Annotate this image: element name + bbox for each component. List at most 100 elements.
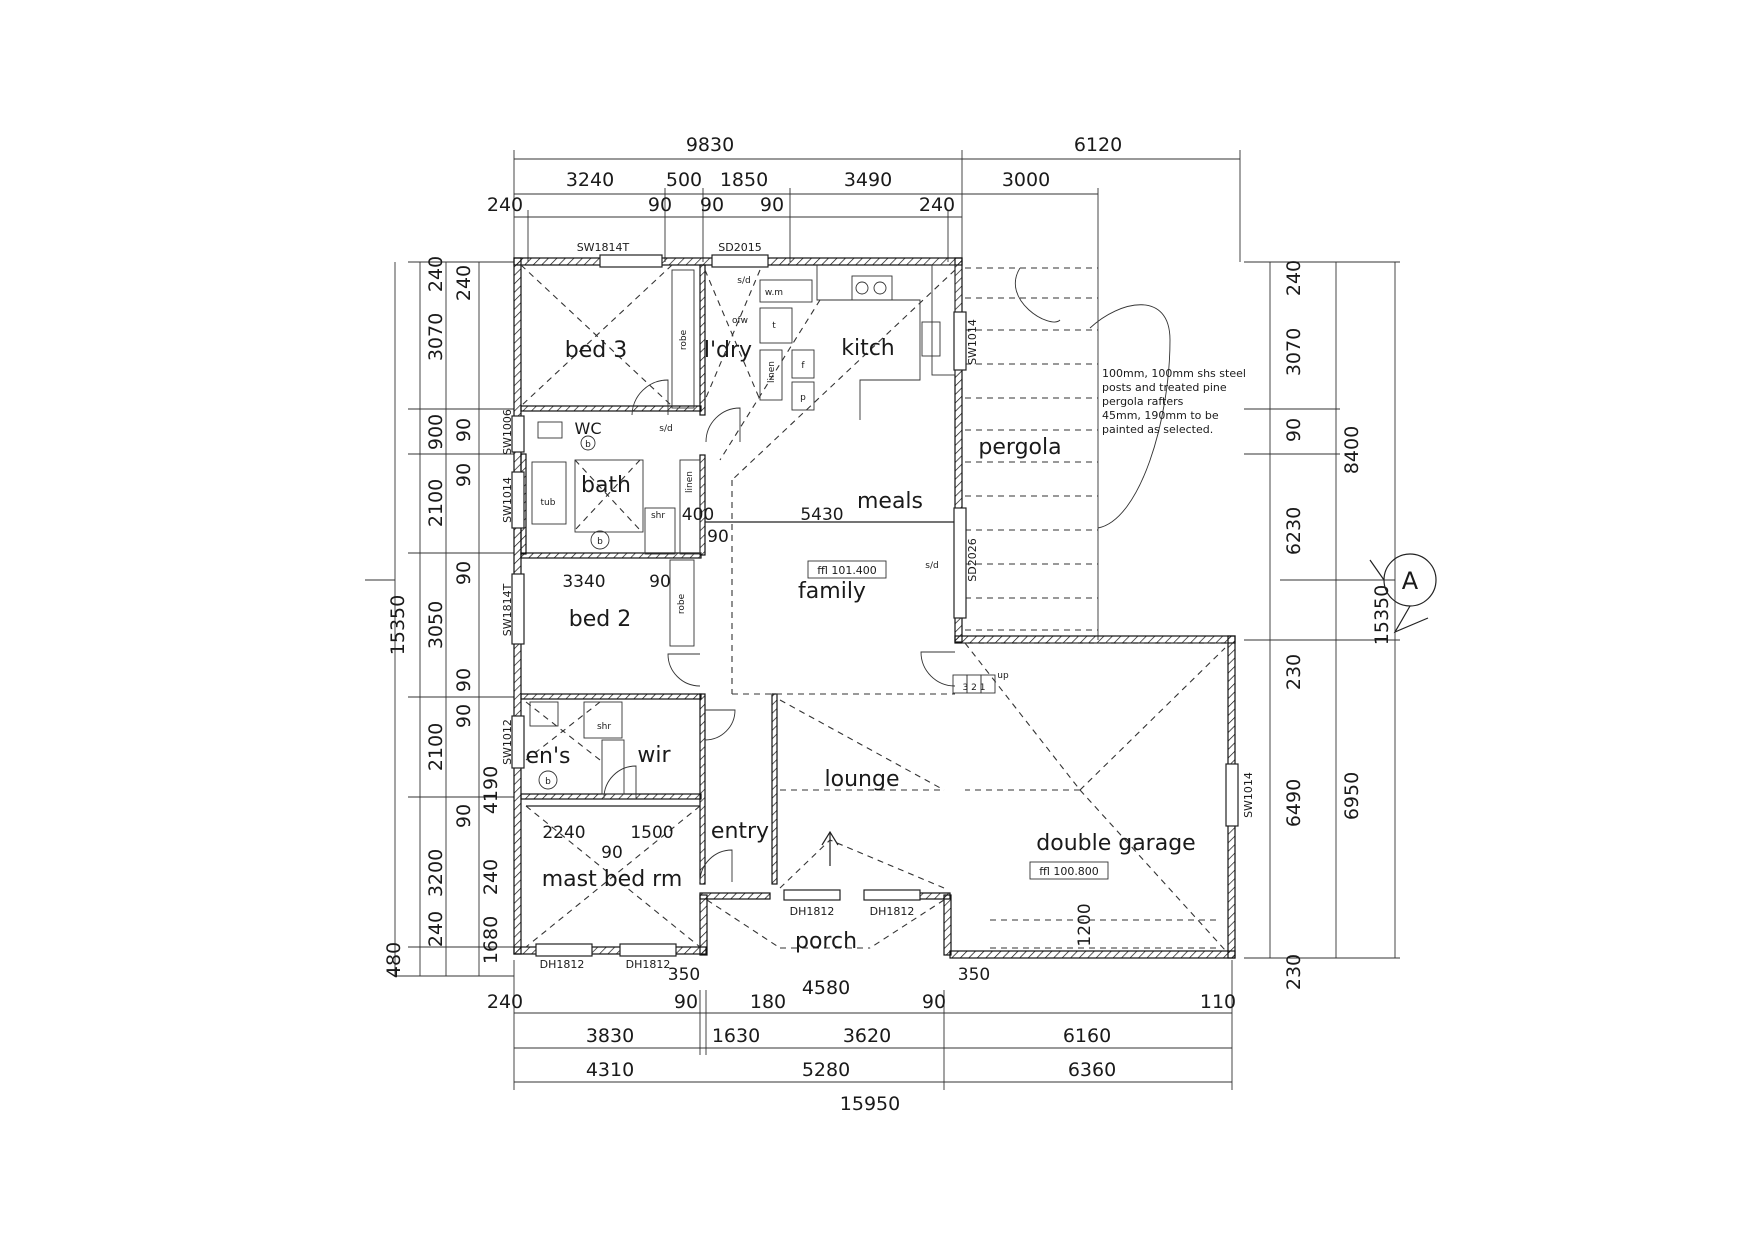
dim-right-inner-3: 90 (1283, 418, 1305, 442)
window-code-wc: SW1006 (501, 409, 514, 455)
dim-left-inner-6: 90 (453, 704, 475, 728)
fixtures (511, 254, 1437, 957)
dim-top-mid-3: 1850 (720, 169, 768, 191)
dim-right-inner-7: 230 (1283, 954, 1305, 990)
room-label-wc: WC (575, 419, 602, 438)
dim-top-inner-2: 90 (648, 194, 672, 216)
room-label-master-bed: mast bed rm (542, 867, 683, 892)
dim-left-mid-1: 480 (383, 942, 405, 978)
label-basin-bath: b (597, 537, 603, 547)
label-sd-family: s/d (925, 561, 938, 571)
dim-bottom-overall: 15950 (840, 1093, 900, 1115)
dim-interior-garage: 1200 (1075, 903, 1095, 946)
dim-bottom-b-2: 5280 (802, 1059, 850, 1081)
fixture-labels: robe robe linen linen s/d s/d s/d w.m t … (541, 276, 1419, 787)
window-code-mast-1: DH1812 (540, 958, 585, 971)
label-shower-bath: shr (651, 511, 665, 521)
level-house: ffl 101.400 (817, 564, 877, 577)
label-tub: tub (541, 498, 556, 508)
dim-bottom-b-1: 4310 (586, 1059, 634, 1081)
room-label-entry: entry (711, 819, 769, 844)
dim-right-mid-1: 8400 (1341, 426, 1363, 474)
dim-left-inner-5: 90 (453, 668, 475, 692)
window-code-garage: SW1014 (1242, 772, 1255, 818)
dim-bottom-inner-2: 90 (674, 991, 698, 1013)
dim-interior-bed2-wall: 90 (649, 572, 671, 592)
dim-right-overall: 15350 (1371, 585, 1393, 645)
dim-interior-mast-wall: 90 (601, 843, 623, 863)
dim-bottom-a-1: 3830 (586, 1025, 634, 1047)
dim-left-mid-9: 240 (425, 911, 447, 947)
dim-top-inner-4: 90 (760, 194, 784, 216)
window-code-lounge-2: DH1812 (870, 905, 915, 918)
label-washing-machine: w.m (765, 288, 783, 298)
dim-bottom-a-2: 1630 (712, 1025, 760, 1047)
window-code-bed2: SW1814T (501, 583, 514, 636)
dim-left-mid-3: 3070 (425, 313, 447, 361)
floor-levels: ffl 101.400 ffl 100.800 (807, 560, 1109, 880)
room-label-family: family (798, 579, 866, 604)
dim-left-inner-7: 90 (453, 804, 475, 828)
label-sd-laundry: s/d (737, 276, 750, 286)
dim-top-inner-1: 240 (487, 194, 523, 216)
dim-left-mid-5: 2100 (425, 479, 447, 527)
label-linen-laundry: linen (767, 361, 777, 383)
dim-left-mid-8: 3200 (425, 849, 447, 897)
dim-left-inner-10: 1680 (480, 916, 502, 964)
dim-right-inner-5: 230 (1283, 654, 1305, 690)
dim-left-mid-7: 2100 (425, 723, 447, 771)
dim-left-mid-4: 900 (425, 414, 447, 450)
note-line-2: posts and treated pine (1102, 381, 1227, 394)
note-line-3: pergola rafters (1102, 395, 1184, 408)
dim-interior-bed2-width: 3340 (562, 572, 605, 592)
note-line-1: 100mm, 100mm shs steel (1102, 367, 1246, 380)
dim-interior-porch-left: 350 (668, 965, 700, 985)
dim-left-inner-8: 4190 (480, 766, 502, 814)
label-fridge: f (801, 361, 805, 371)
window-code-laundry: SD2015 (718, 241, 761, 254)
dim-right-inner-6: 6490 (1283, 779, 1305, 827)
dim-left-mid-6: 3050 (425, 601, 447, 649)
dimension-lines (365, 150, 1400, 1090)
dim-bottom-inner-1: 240 (487, 991, 523, 1013)
dim-interior-hall-wall: 90 (707, 527, 729, 547)
dimension-text: 9830 6120 3240 500 1850 3490 3000 240 90… (383, 134, 1393, 1115)
dim-left-mid-2: 240 (425, 256, 447, 292)
window-codes: SW1814T SD2015 SW1014 SD2026 SW1006 SW10… (501, 241, 1255, 971)
dim-left-inner-3: 90 (453, 463, 475, 487)
pergola-note: 100mm, 100mm shs steel posts and treated… (1102, 367, 1246, 436)
room-label-kitchen: kitch (841, 336, 895, 361)
room-label-porch: porch (795, 929, 857, 954)
room-label-bed2: bed 2 (569, 607, 631, 632)
dim-bottom-inner-6: 110 (1200, 991, 1236, 1013)
window-code-ensuite: SW1012 (501, 719, 514, 765)
dim-interior-hall: 400 (682, 505, 714, 525)
dim-left-overall: 15350 (387, 595, 409, 655)
dim-interior-porch-right: 350 (958, 965, 990, 985)
dim-top-overall-2: 6120 (1074, 134, 1122, 156)
room-label-laundry: l'dry (704, 338, 752, 363)
room-label-wir: wir (637, 743, 671, 768)
label-steps: 3 2 1 (963, 683, 986, 693)
label-pantry: p (800, 393, 806, 403)
label-trough: t (772, 321, 776, 331)
dim-left-inner-4: 90 (453, 561, 475, 585)
window-code-lounge-1: DH1812 (790, 905, 835, 918)
dim-left-inner-2: 90 (453, 418, 475, 442)
room-label-meals: meals (857, 489, 923, 514)
room-label-garage: double garage (1036, 831, 1195, 856)
room-labels: bed 3 l'dry kitch WC bath meals family b… (526, 336, 1196, 954)
label-robe-bed2: robe (677, 593, 687, 614)
dim-right-inner-4: 6230 (1283, 507, 1305, 555)
dim-top-mid-4: 3490 (844, 169, 892, 191)
label-floor-waste: ofw (732, 316, 748, 326)
dim-right-inner-2: 3070 (1283, 328, 1305, 376)
window-code-mast-2: DH1812 (626, 958, 671, 971)
dim-bottom-inner-5: 90 (922, 991, 946, 1013)
section-marker-label: A (1402, 567, 1419, 595)
room-label-bath: bath (581, 473, 631, 498)
room-label-bed3: bed 3 (565, 338, 627, 363)
dim-bottom-inner-4: 4580 (802, 977, 850, 999)
window-code-family: SD2026 (966, 538, 979, 581)
